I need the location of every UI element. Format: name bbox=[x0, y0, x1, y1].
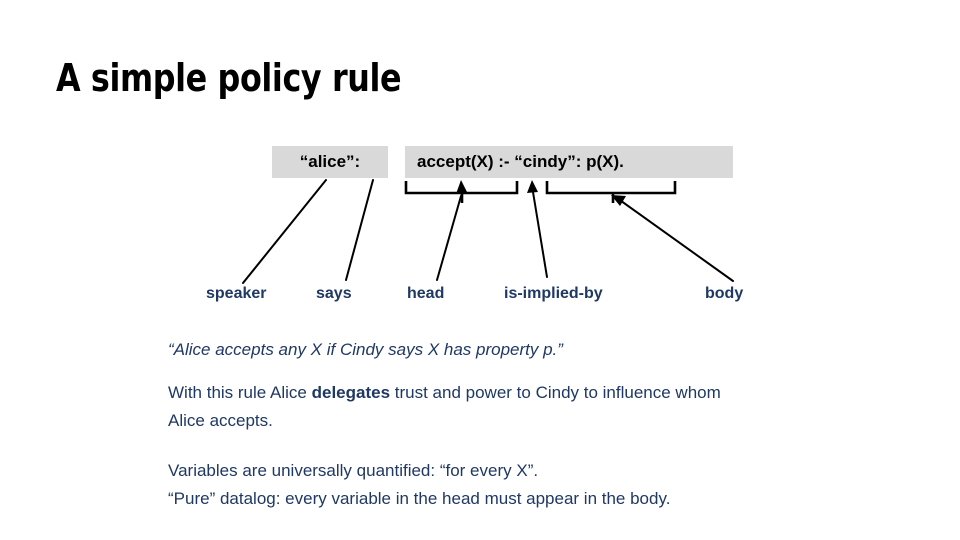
page-title: A simple policy rule bbox=[56, 56, 402, 100]
delegation-text-before: With this rule Alice bbox=[168, 383, 312, 402]
variables-line-1: Variables are universally quantified: “f… bbox=[168, 461, 539, 480]
paragraph-delegation: With this rule Alice delegates trust and… bbox=[168, 379, 758, 435]
label-is-implied-by: is-implied-by bbox=[504, 285, 603, 302]
label-head: head bbox=[407, 285, 445, 302]
delegation-text-after: trust and power to Cindy to influence wh… bbox=[168, 383, 721, 430]
code-box-rule: accept(X) :- “cindy”: p(X). bbox=[405, 146, 733, 178]
connector-says bbox=[345, 179, 374, 281]
connector-body bbox=[616, 197, 734, 282]
arrowhead-body bbox=[611, 195, 626, 206]
label-says: says bbox=[316, 285, 352, 302]
code-box-speaker: “alice”: bbox=[272, 146, 388, 178]
variables-line-2: “Pure” datalog: every variable in the he… bbox=[168, 489, 671, 508]
arrowhead-is-implied-by bbox=[527, 180, 538, 193]
delegation-keyword: delegates bbox=[311, 383, 391, 402]
arrowhead-head bbox=[456, 180, 467, 194]
label-body: body bbox=[705, 285, 744, 302]
paragraph-variables: Variables are universally quantified: “f… bbox=[168, 457, 868, 513]
bracket-head bbox=[404, 181, 519, 195]
connector-head bbox=[436, 195, 462, 281]
connector-speaker bbox=[242, 179, 327, 284]
bracket-body bbox=[545, 181, 677, 195]
label-speaker: speaker bbox=[206, 285, 267, 302]
paragraph-plain-english-quote: “Alice accepts any X if Cindy says X has… bbox=[168, 340, 563, 359]
connector-is-implied-by bbox=[531, 185, 548, 278]
